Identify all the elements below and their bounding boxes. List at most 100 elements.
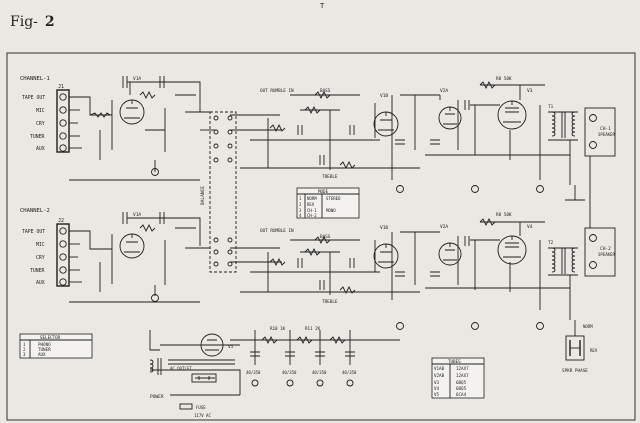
ch1-tube-label-2: V2A <box>440 88 448 94</box>
speaker-phase-switch <box>565 335 585 361</box>
mode-row-0-desc: STEREO <box>326 196 341 201</box>
ch1-treble-label: TREBLE <box>322 174 338 180</box>
mode-row-2-num: 3 <box>299 208 302 213</box>
mode-table-rows: 1 NORM STEREO 2 REV 3 CH-1 MONO 4 CH-2 <box>299 196 341 218</box>
mode-table <box>296 187 360 219</box>
ch1-input-3: TUNER <box>30 134 45 140</box>
tubes-row-1-type: 12AX7 <box>456 373 469 378</box>
tubes-row-4-ref: V5 <box>434 392 440 397</box>
filter-capacitors <box>250 351 355 357</box>
ch2-wiring <box>69 217 578 320</box>
selector-row-2-name: AUX <box>38 352 46 357</box>
ch2-input-3: TUNER <box>30 268 45 274</box>
tubes-row-0-ref: V1AB <box>434 366 445 371</box>
selector-table-title: SELECTOR <box>40 335 61 340</box>
mode-switch-bank <box>209 111 237 273</box>
power-wiring <box>149 330 400 396</box>
figure-label: Fig- 2 <box>10 14 55 30</box>
ch1-speaker-name: CH-1 <box>600 126 611 132</box>
ch2-input-1: MIC <box>36 242 45 248</box>
ch2-resistors <box>139 217 496 295</box>
filter-resistors <box>261 335 346 345</box>
ch2-tube-v1b <box>373 243 399 269</box>
ch1-input-2: CRY <box>36 121 45 127</box>
figure-label-text: Fig- <box>10 14 38 30</box>
selector-row-1-name: TUNER <box>38 347 51 352</box>
ch1-transformer-label: T1 <box>548 104 554 110</box>
ch1-rumble-label: OUT RUMBLE IN <box>260 88 294 94</box>
ch1-input-strip <box>56 89 70 153</box>
tubes-row-4-type: 6CA4 <box>456 392 467 397</box>
mode-row-2-name: CH-1 <box>307 208 317 213</box>
ch1-r8-label: R8 50K <box>496 76 512 82</box>
tubes-row-2-ref: V3 <box>434 380 440 385</box>
ch2-capacitors <box>122 212 470 290</box>
power-label: POWER <box>150 394 164 400</box>
speaker-phase-norm: NORM <box>583 324 593 329</box>
ch1-tube-v1a <box>119 99 145 125</box>
balance-label: BALANCE <box>200 186 206 205</box>
ch2-input-4: AUX <box>36 280 45 286</box>
ac-outlet-label: AC OUTLET <box>170 366 192 371</box>
power-r11: R11 2K <box>305 326 321 331</box>
ch1-tube-label-0: V1A <box>133 76 141 82</box>
fuse-label: FUSE <box>196 405 206 410</box>
ch1-input-4: AUX <box>36 146 45 152</box>
speaker-phase-wiring <box>565 156 591 336</box>
ch2-input-2: CRY <box>36 255 45 261</box>
ch2-output-transformer <box>551 247 576 274</box>
cap-1-value: 40/350 <box>282 370 297 375</box>
ch1-tube-label-3: V3 <box>527 88 533 94</box>
tubes-table-rows: V1AB 12AX7 V2AB 12AX7 V3 6BQ5 V4 6BQ5 V5… <box>434 366 469 397</box>
mode-row-2-desc: MONO <box>326 208 336 213</box>
channel-1-jack: J1 <box>58 84 64 90</box>
ch2-tube-label-2: V2A <box>440 224 448 230</box>
ch2-r8-label: R8 50K <box>496 212 512 218</box>
selector-row-2-num: 3 <box>23 352 26 357</box>
ch1-input-0: TAPE OUT <box>22 95 45 101</box>
ch2-input-jacks <box>59 227 67 286</box>
ch2-input-0: TAPE OUT <box>22 229 45 235</box>
ch2-tube-label-0: V1A <box>133 212 141 218</box>
tubes-table <box>431 357 485 399</box>
ch2-ground-markers <box>151 294 544 330</box>
selector-row-0-name: PHONO <box>38 342 51 347</box>
selector-table-rows: 1 PHONO 2 TUNER 3 AUX <box>23 342 51 357</box>
ch2-bass-label: BASS <box>320 234 331 240</box>
ch1-speaker-terminal-a <box>589 114 597 122</box>
ch2-speaker-terminal-b <box>589 261 597 269</box>
ch2-tube-label-1: V1B <box>380 225 388 231</box>
ch2-transformer-label: T2 <box>548 240 554 246</box>
tubes-row-3-type: 6BQ5 <box>456 386 467 391</box>
ch1-resistors <box>139 80 496 170</box>
mode-row-1-num: 2 <box>299 202 302 207</box>
ch2-tube-v4 <box>497 235 527 265</box>
ac-outlet <box>191 373 217 383</box>
filter-cap-values: 40/350 40/350 40/350 40/350 <box>246 370 357 375</box>
mode-row-3-num: 4 <box>299 213 302 218</box>
channel-1-title: CHANNEL-1 <box>20 76 50 82</box>
mode-row-3-name: CH-2 <box>307 213 317 218</box>
speaker-phase-label: SPKR PHASE <box>562 368 588 374</box>
ch2-tube-label-3: V4 <box>527 224 533 230</box>
mode-table-title: MODE <box>318 189 329 194</box>
ch1-speaker-terminal-b <box>589 141 597 149</box>
mode-row-1-name: REV <box>307 202 315 207</box>
selector-row-0-num: 1 <box>23 342 26 347</box>
frame <box>6 52 636 421</box>
ch1-capacitors <box>122 76 470 165</box>
mode-row-0-name: NORM <box>307 196 317 201</box>
ch1-tube-label-1: V1B <box>380 93 388 99</box>
cap-0-value: 40/350 <box>246 370 261 375</box>
fuse-symbol <box>179 403 193 410</box>
tubes-row-3-ref: V4 <box>434 386 440 391</box>
power-transformer <box>149 358 235 375</box>
ch2-treble-label: TREBLE <box>322 299 338 305</box>
ch2-rumble-label: OUT RUMBLE IN <box>260 228 294 234</box>
ch2-speaker-sub: SPEAKER <box>598 252 615 257</box>
ch1-speaker-box <box>584 107 616 157</box>
figure-number: 2 <box>44 14 55 30</box>
ch1-input-1: MIC <box>36 108 45 114</box>
